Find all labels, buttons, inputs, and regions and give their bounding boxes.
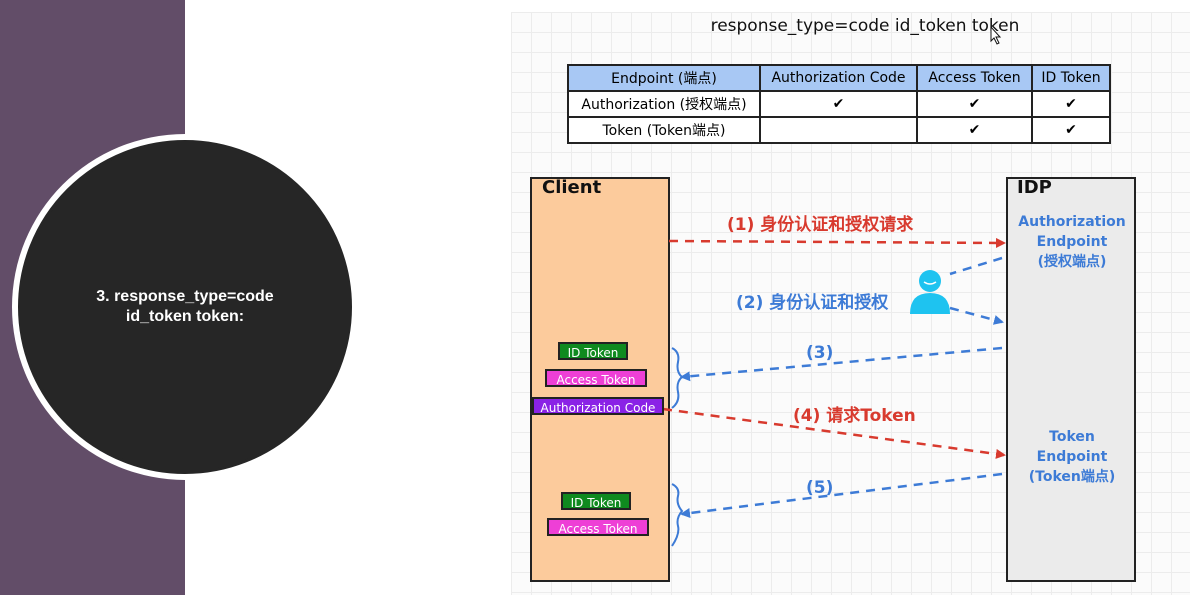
access-token-tag-1: Access Token (545, 369, 647, 387)
access-token-tag-2: Access Token (547, 518, 649, 536)
cursor-icon (990, 25, 1002, 45)
authorization-endpoint-label: Authorization Endpoint (授权端点) (1018, 214, 1126, 270)
arrow-step-1 (668, 237, 1006, 248)
cell-access-token: ✔ (916, 116, 1033, 144)
header-access-token: Access Token (916, 64, 1033, 92)
id-token-tag-2: ID Token (561, 492, 631, 510)
step-1-label: (1) 身份认证和授权请求 (727, 215, 914, 235)
cell-authorization-code: ✔ (759, 90, 918, 118)
idp-lane (1006, 177, 1136, 582)
diagram-title: response_type=code id_token token (710, 16, 1020, 36)
table-row: Authorization (授权端点) ✔ ✔ ✔ (567, 90, 1111, 118)
header-endpoint: Endpoint (端点) (567, 64, 761, 92)
user-icon (910, 270, 950, 314)
step-4-label: (4) 请求Token (793, 406, 916, 426)
arrow-step-2b (949, 306, 1004, 325)
cell-endpoint: Authorization (授权端点) (567, 90, 761, 118)
token-endpoint-label: Token Endpoint (Token端点) (1028, 429, 1116, 485)
title-circle (18, 140, 352, 474)
header-authorization-code: Authorization Code (759, 64, 918, 92)
table-row: Token (Token端点) ✔ ✔ (567, 116, 1111, 144)
arrow-step-2a (949, 256, 1003, 276)
idp-label: IDP (1014, 179, 1055, 197)
cell-access-token: ✔ (916, 90, 1033, 118)
header-id-token: ID Token (1031, 64, 1111, 92)
step-3-label: (3) (806, 343, 834, 363)
circle-title: 3. response_type=code id_token token: (96, 288, 274, 325)
id-token-tag-1: ID Token (558, 342, 628, 360)
step-5-label: (5) (806, 478, 834, 498)
table-header-row: Endpoint (端点) Authorization Code Access … (567, 64, 1111, 92)
authorization-code-tag: Authorization Code (532, 397, 664, 415)
step-2-label: (2) 身份认证和授权 (736, 293, 889, 313)
brace-group-2 (671, 483, 684, 547)
cell-id-token: ✔ (1031, 90, 1111, 118)
arrow-step-3 (680, 346, 1003, 382)
cell-id-token: ✔ (1031, 116, 1111, 144)
cell-endpoint: Token (Token端点) (567, 116, 761, 144)
brace-group-1 (671, 347, 684, 409)
endpoint-table: Endpoint (端点) Authorization Code Access … (567, 64, 1111, 144)
cell-authorization-code (759, 116, 918, 144)
client-label: Client (539, 179, 605, 197)
arrow-step-5 (680, 472, 1003, 518)
